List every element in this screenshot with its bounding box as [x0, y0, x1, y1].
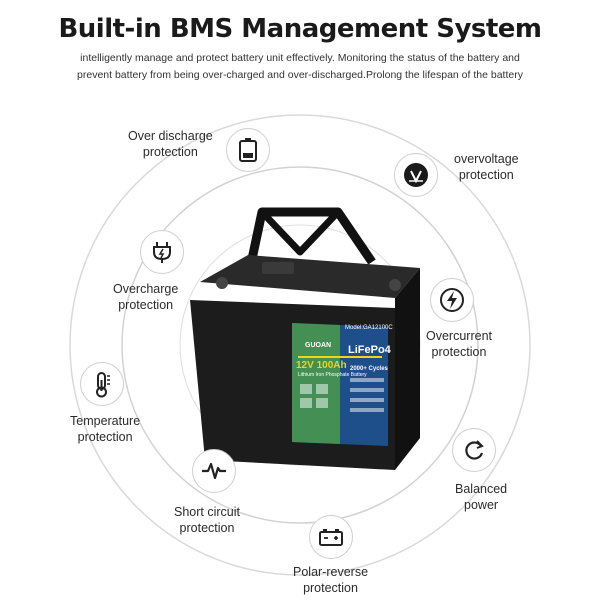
- overcharge-icon-button: [140, 230, 184, 274]
- page-subtitle: intelligently manage and protect battery…: [77, 52, 523, 81]
- battery-side: [395, 268, 420, 470]
- temperature-label: Temperature protection: [70, 414, 141, 444]
- voltage-warning-icon: [404, 163, 428, 187]
- overvoltage-label: overvoltage protection: [454, 152, 519, 182]
- overvoltage-icon-button: [394, 153, 438, 197]
- battery-top: [200, 255, 420, 298]
- battery-terminals-icon: [319, 529, 343, 546]
- overcurrent-icon-button: [430, 278, 474, 322]
- battery-cycles: 2000+ Cycles: [350, 366, 388, 372]
- battery-handle: [243, 207, 376, 279]
- overcharge-label: Overcharge protection: [113, 282, 179, 312]
- lightning-icon: [440, 288, 464, 312]
- over-discharge-icon-button: [226, 128, 270, 172]
- outer-ring: [69, 114, 531, 576]
- short-circuit-icon-button: [192, 449, 236, 493]
- middle-ring: [121, 166, 479, 524]
- overcurrent-label: Overcurrent protection: [426, 329, 492, 359]
- short-circuit-label: Short circuit protection: [174, 505, 240, 535]
- battery-chemistry: LiFePo4: [348, 344, 391, 356]
- balanced-label: Balanced power: [455, 482, 508, 512]
- battery-icon: [239, 138, 257, 162]
- over-discharge-label: Over discharge protection: [128, 129, 213, 159]
- battery-voltage-capacity: 12V 100Ah: [296, 360, 347, 371]
- battery-brand: GUOAN: [305, 342, 332, 349]
- battery-product: [190, 207, 420, 470]
- temperature-icon-button: [80, 362, 124, 406]
- balanced-icon-button: [452, 428, 496, 472]
- thermometer-icon: [96, 372, 110, 398]
- pulse-icon: [202, 462, 226, 480]
- polar-reverse-icon-button: [309, 515, 353, 559]
- polar-reverse-label: Polar-reverse protection: [293, 565, 369, 595]
- battery-model: Model:GA12100C: [345, 325, 393, 331]
- plug-charge-icon: [153, 242, 171, 263]
- battery-type: Lithium Iron Phosphate Battery: [298, 372, 367, 378]
- cycle-arrows-icon: [465, 440, 484, 460]
- page-title: Built-in BMS Management System: [58, 14, 542, 44]
- battery-label-panel: [292, 323, 388, 446]
